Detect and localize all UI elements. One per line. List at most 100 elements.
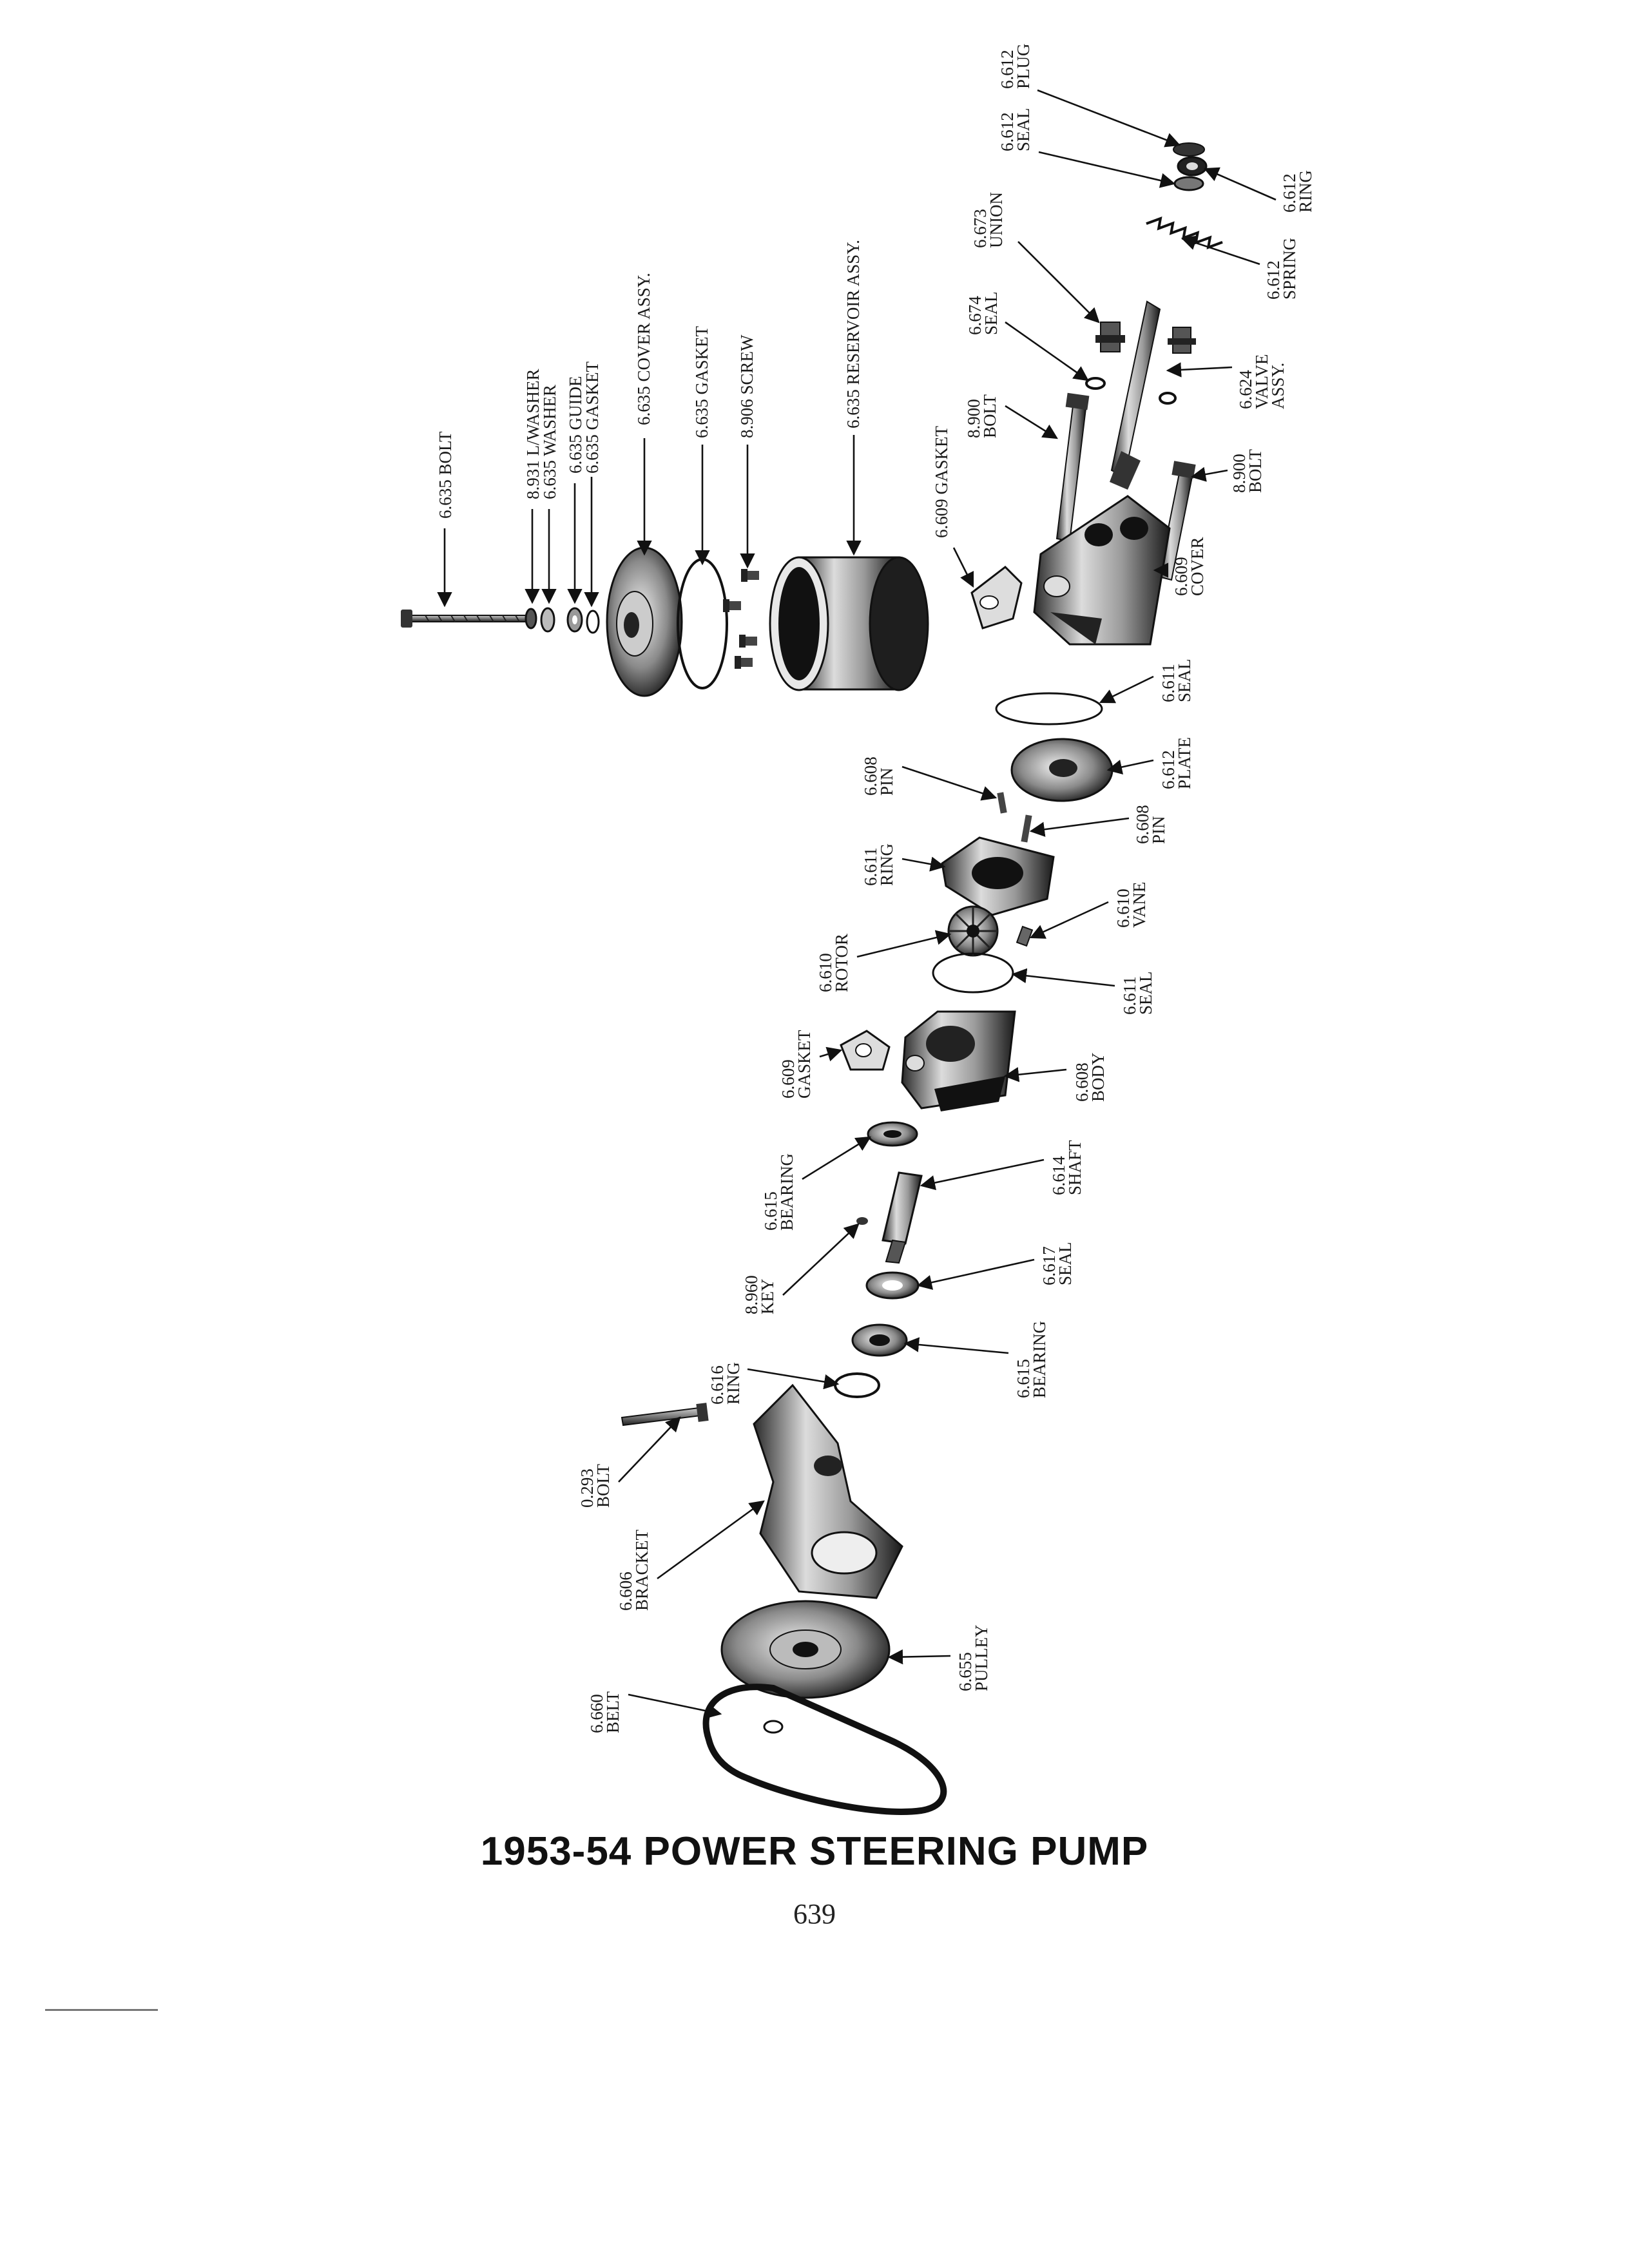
callout-line: SEAL — [1175, 659, 1194, 703]
callout-c03: 6.635 WASHER — [540, 385, 559, 499]
callout-c20: 6.609COVER — [1171, 537, 1207, 596]
callout-line: ASSY. — [1268, 363, 1287, 409]
rotor-6610 — [947, 905, 999, 957]
callout-line: 6.610 — [816, 953, 835, 992]
callout-c15: 6.674SEAL — [965, 292, 1001, 336]
callout-c39: 6.655PULLEY — [956, 1625, 991, 1692]
callout-labels: 6.635 BOLT 8.931 L/WASHER 6.635 WASHER 6… — [436, 43, 1315, 1733]
footer-rule — [45, 2009, 158, 2011]
callout-line: 6.608 — [1133, 805, 1152, 844]
leader-lines — [437, 89, 1277, 1719]
callout-line: KEY — [758, 1279, 777, 1315]
callout-line: 6.635 BOLT — [436, 431, 455, 519]
callout-line: 6.635 GUIDE — [566, 376, 585, 474]
guide-6635 — [566, 607, 583, 633]
callout-c33: 8.960KEY — [742, 1275, 777, 1314]
pulley-6655 — [720, 1600, 891, 1699]
callout-line: 6.610 — [1113, 889, 1133, 928]
bearing-6615-inner — [867, 1121, 918, 1147]
callout-line: VALVE — [1252, 354, 1271, 409]
plug-6612 — [1173, 142, 1205, 157]
bracket-6606 — [753, 1383, 903, 1599]
callout-c38: 6.606BRACKET — [616, 1529, 651, 1611]
bolt-8900-b — [1157, 461, 1196, 581]
callout-line: SHAFT — [1065, 1140, 1084, 1195]
callout-line: 6.609 — [778, 1059, 798, 1099]
callout-line: 6.635 RESERVOIR ASSY. — [843, 240, 863, 428]
callout-line: 6.674 — [965, 296, 985, 335]
callout-line: 6.612 — [1280, 173, 1299, 213]
seal-6617 — [865, 1271, 920, 1300]
callout-line: 6.617 — [1039, 1246, 1059, 1285]
callout-c22: 6.608PIN — [861, 756, 896, 796]
callout-line: 6.611 — [861, 847, 880, 886]
callout-c32: 6.614SHAFT — [1049, 1140, 1084, 1195]
callout-line: 6.608 — [1072, 1062, 1092, 1102]
reservoir-gasket — [677, 558, 728, 689]
callout-line: 8.931 L/WASHER — [523, 369, 543, 500]
callout-line: RING — [1296, 170, 1315, 213]
callout-c26: 6.610VANE — [1113, 881, 1149, 928]
vanes-6610 — [1016, 925, 1034, 947]
callout-line: SEAL — [981, 292, 1001, 336]
callout-c10: 6.612PLUG — [998, 43, 1033, 89]
callout-c27: 6.610ROTOR — [816, 934, 851, 992]
callout-c28: 6.611SEAL — [1120, 972, 1155, 1015]
callout-c18: 8.900BOLT — [1229, 448, 1265, 493]
callout-line: BODY — [1088, 1052, 1108, 1102]
callout-line: 6.635 GASKET — [692, 325, 711, 438]
callout-line: BOLT — [1246, 448, 1265, 493]
callout-c12: 6.612RING — [1280, 170, 1315, 213]
bolt-0293 — [621, 1403, 709, 1427]
lockwasher-8931 — [525, 608, 537, 629]
callout-line: ROTOR — [832, 934, 851, 992]
callout-line: BOLT — [980, 394, 999, 438]
callout-c17: 8.900BOLT — [964, 394, 999, 438]
callout-c23: 6.612PLATE — [1159, 737, 1194, 789]
callout-line: PULLEY — [972, 1625, 991, 1692]
callout-line: PIN — [1149, 816, 1168, 844]
callout-line: 8.900 — [1229, 454, 1249, 493]
callout-line: 6.635 WASHER — [540, 385, 559, 499]
callout-line: PLUG — [1014, 43, 1033, 89]
callout-line: 6.624 — [1236, 370, 1255, 409]
seal-6674 — [1085, 377, 1106, 390]
screws-8906 — [723, 569, 759, 669]
callout-c35: 6.615BEARING — [1014, 1321, 1049, 1398]
callout-line: 6.673 — [970, 209, 990, 248]
callout-line: SPRING — [1280, 238, 1299, 300]
callout-c40: 6.660BELT — [587, 1691, 622, 1733]
callout-line: 6.655 — [956, 1652, 975, 1691]
callout-line: 6.616 — [708, 1365, 727, 1405]
callout-c24: 6.608PIN — [1133, 805, 1168, 844]
callout-line: 8.900 — [964, 399, 983, 438]
callout-c37: 0.293BOLT — [577, 1463, 613, 1508]
callout-c30: 6.608BODY — [1072, 1052, 1108, 1102]
key-8960 — [856, 1217, 868, 1225]
callout-line: BEARING — [1030, 1321, 1049, 1398]
callout-c36: 6.616RING — [708, 1362, 743, 1405]
callout-c19: 6.609 GASKET — [932, 425, 951, 538]
valve-assy-6624 — [1110, 300, 1161, 490]
callout-line: 6.635 GASKET — [583, 361, 602, 474]
callout-line: 6.612 — [998, 112, 1017, 151]
washer-6635 — [540, 607, 555, 633]
callout-line: 6.612 — [1264, 260, 1283, 300]
callout-line: BEARING — [777, 1153, 796, 1231]
callout-c21: 6.611SEAL — [1159, 659, 1194, 703]
callout-c01: 6.635 BOLT — [436, 431, 455, 519]
seal-6674-b — [1159, 392, 1177, 405]
seal-6611-upper — [995, 692, 1103, 726]
callout-c05: 6.635 GASKET — [583, 361, 602, 474]
bearing-6615-outer — [851, 1323, 908, 1357]
callout-line: 0.293 — [577, 1468, 597, 1508]
callout-line: RING — [724, 1362, 743, 1405]
callout-c06: 6.635 COVER ASSY. — [634, 273, 653, 425]
callout-c08: 8.906 SCREW — [737, 334, 757, 438]
bolt-8900-a — [1055, 392, 1090, 543]
belt-6660 — [702, 1684, 947, 1815]
body-6608 — [901, 1010, 1016, 1111]
callout-line: 6.611 — [1120, 976, 1139, 1015]
diagram-title: 1953-54 POWER STEERING PUMP — [480, 1829, 1149, 1874]
